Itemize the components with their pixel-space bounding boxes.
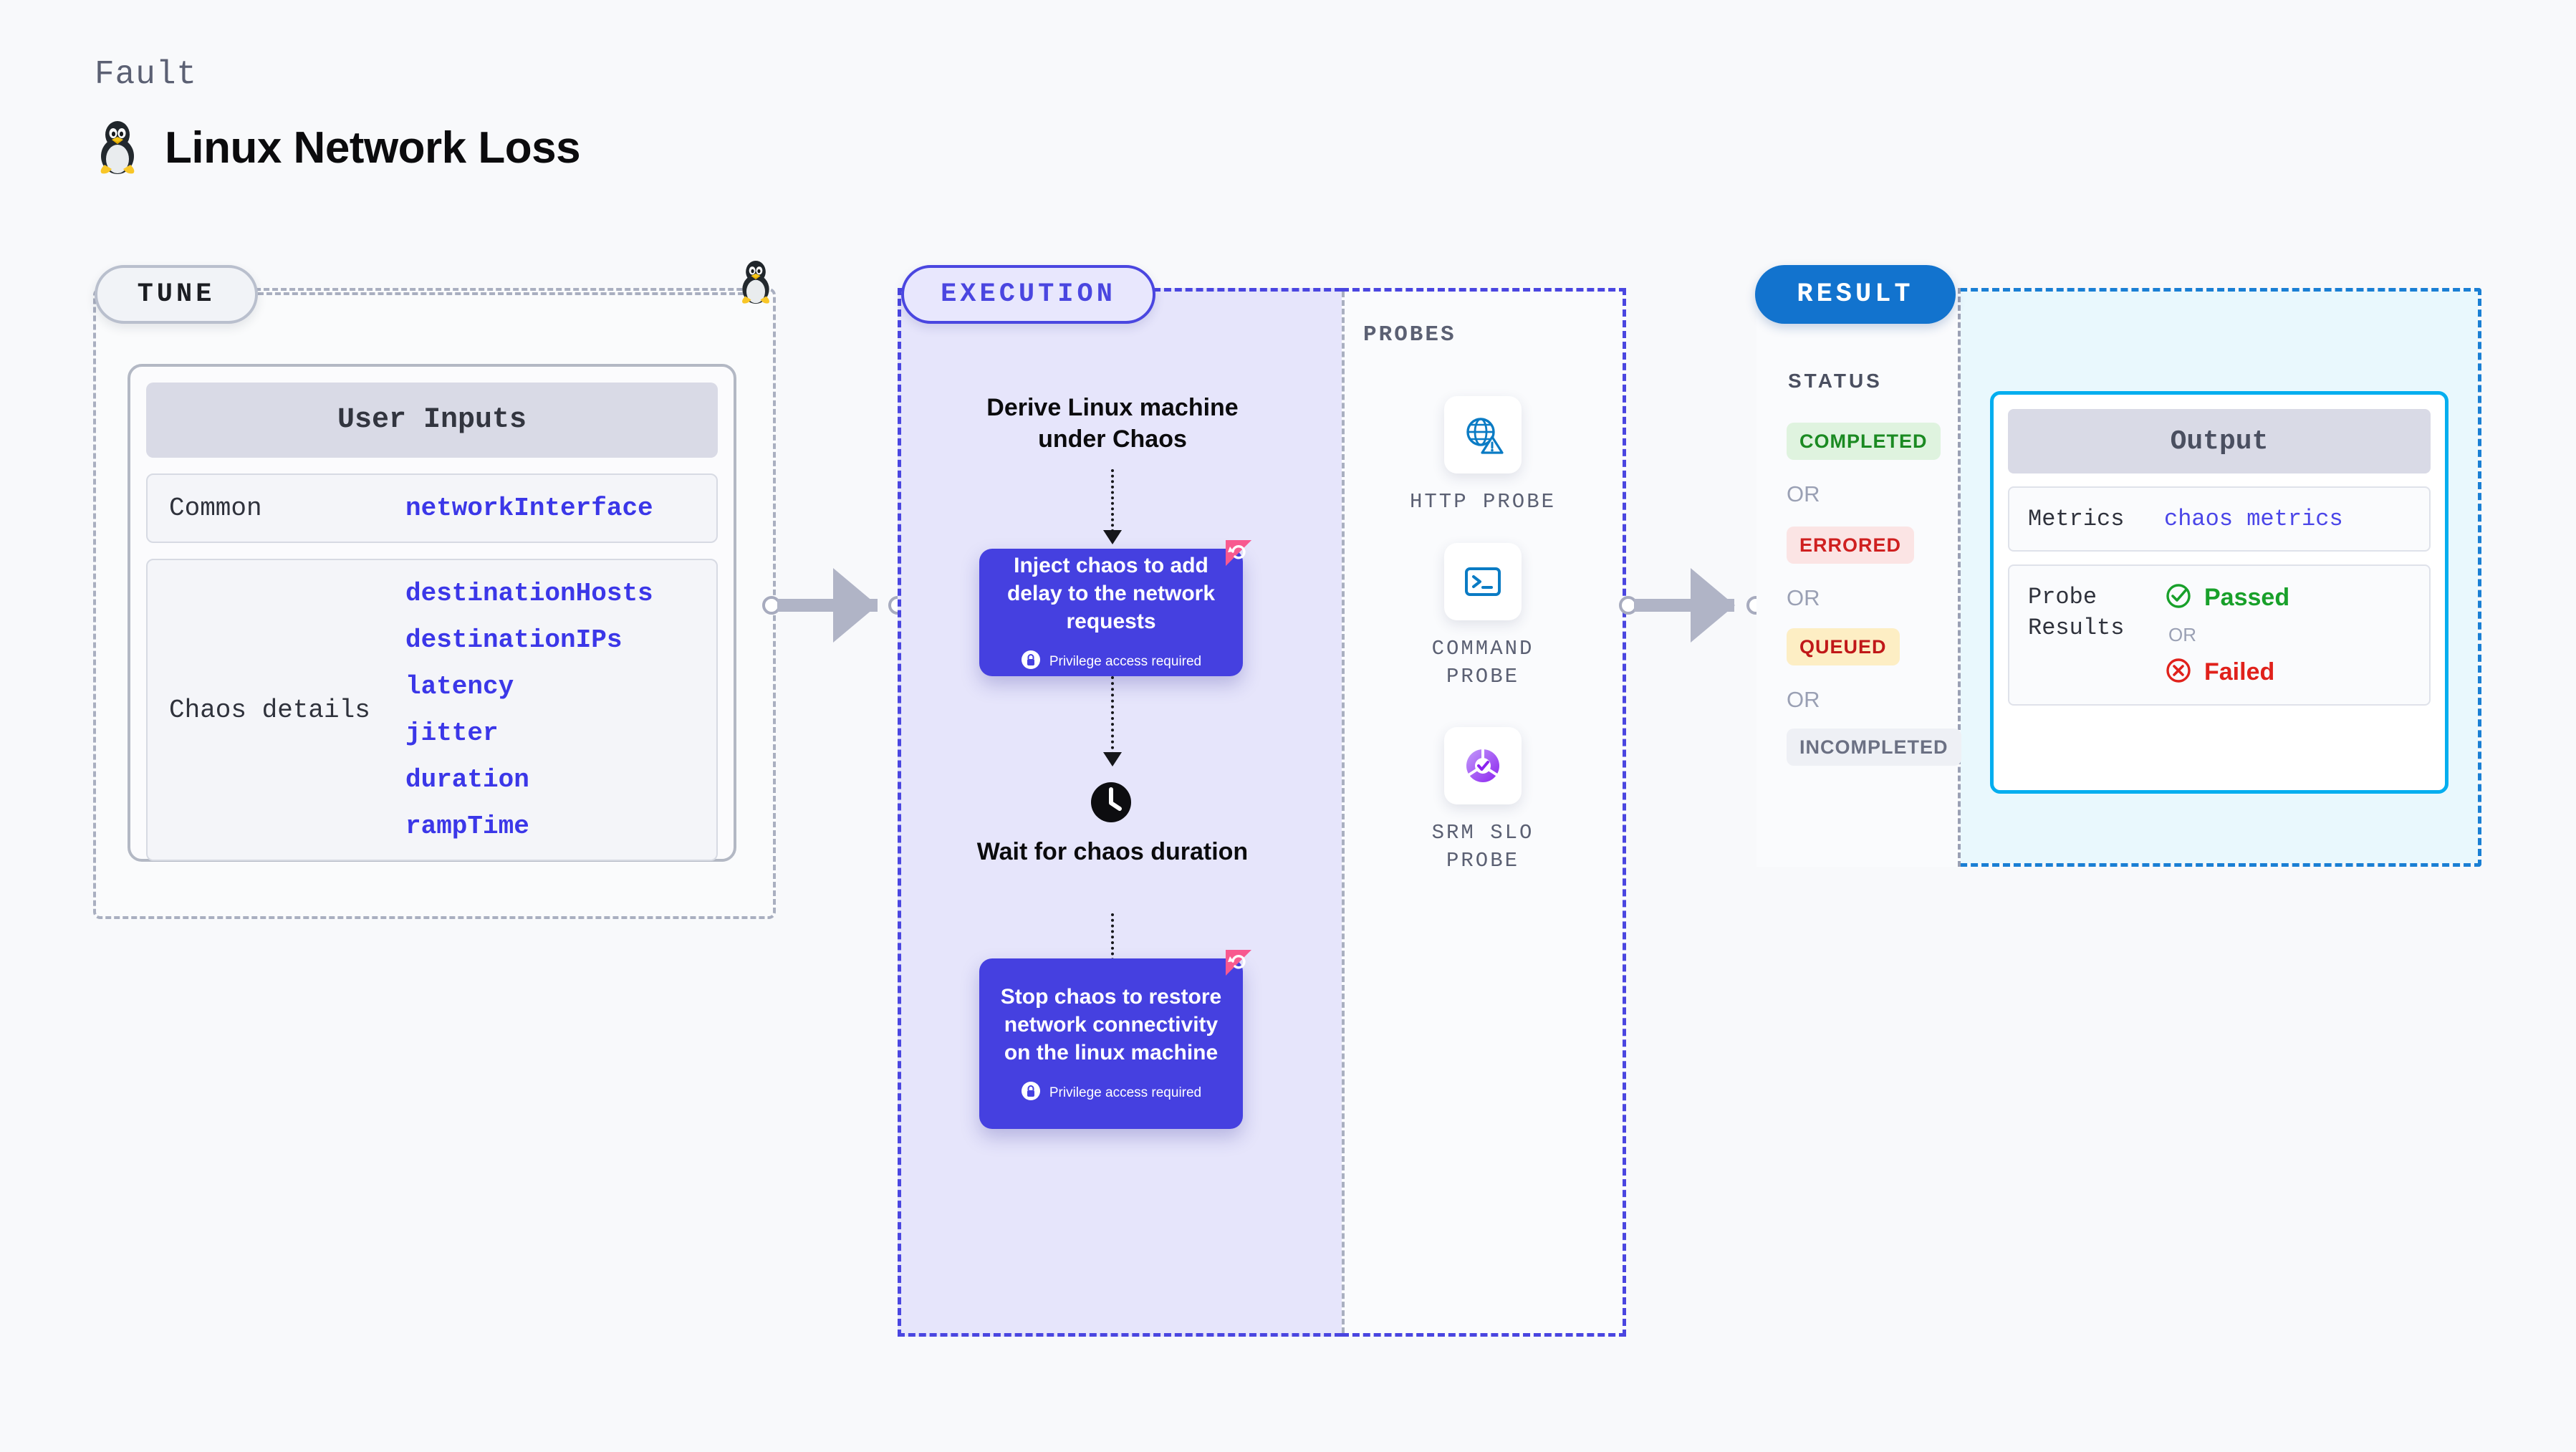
clock-icon (1084, 775, 1138, 833)
param-destinationips[interactable]: destinationIPs (405, 625, 623, 655)
fault-eyebrow-label: Fault (95, 56, 198, 93)
lock-icon (1021, 1081, 1041, 1105)
chaos-stop-card[interactable]: Stop chaos to restore network connectivi… (979, 950, 1251, 1129)
tune-dashed-connector (258, 292, 752, 295)
tune-stage-badge[interactable]: TUNE (95, 265, 258, 324)
param-latency[interactable]: latency (405, 672, 514, 701)
status-badge-errored: ERRORED (1787, 527, 1915, 564)
probe-item-command[interactable]: COMMAND PROBE (1390, 543, 1576, 691)
input-group-label: Common (169, 494, 262, 523)
flow-line-3 (1111, 913, 1114, 972)
connector-arrow-2 (1691, 568, 1735, 643)
probe-label: COMMAND PROBE (1431, 637, 1534, 689)
probe-item-http[interactable]: HTTP PROBE (1390, 396, 1576, 516)
linux-penguin-icon (737, 260, 774, 304)
status-badge-completed: COMPLETED (1787, 423, 1941, 460)
input-group-label: Chaos details (169, 695, 370, 725)
slo-donut-check-icon (1444, 727, 1522, 804)
input-group-common: Common networkInterface (146, 473, 718, 543)
probes-divider (1342, 292, 1345, 1333)
linux-penguin-icon (95, 120, 140, 175)
x-circle-icon (2164, 656, 2193, 688)
metrics-value[interactable]: chaos metrics (2164, 506, 2343, 533)
probe-item-srm-slo[interactable]: SRM SLO PROBE (1390, 727, 1576, 875)
output-probe-results-row: Probe Results Passed OR (2008, 564, 2431, 706)
flow-line-1 (1111, 469, 1114, 532)
probe-label: SRM SLO PROBE (1431, 821, 1534, 873)
probe-label: HTTP PROBE (1409, 490, 1557, 514)
chaos-inject-card[interactable]: Inject chaos to add delay to the network… (979, 540, 1251, 676)
failed-label: Failed (2204, 658, 2275, 686)
status-badge-incompleted: INCOMPLETED (1787, 729, 1961, 766)
result-stage-badge[interactable]: RESULT (1755, 265, 1956, 324)
metrics-label: Metrics (2028, 506, 2125, 532)
probe-result-or: OR (2168, 624, 2196, 646)
status-or-1: OR (1787, 481, 1820, 506)
output-title: Output (2008, 409, 2431, 473)
output-card: Output Metrics chaos metrics Probe Resul… (1990, 391, 2448, 794)
chaos-stop-text: Stop chaos to restore network connectivi… (1000, 985, 1222, 1064)
globe-warning-icon (1444, 396, 1522, 473)
flow-arrow-1 (1103, 530, 1122, 544)
execution-step-derive-title: Derive Linux machine under Chaos (986, 394, 1239, 453)
param-duration[interactable]: duration (405, 765, 529, 794)
privilege-row: Privilege access required (1021, 650, 1201, 673)
param-networkinterface[interactable]: networkInterface (405, 494, 653, 523)
page-title: Linux Network Loss (165, 122, 581, 173)
revert-corner-icon (1223, 537, 1254, 572)
page-title-row: Linux Network Loss (95, 120, 581, 175)
privilege-row: Privilege access required (1021, 1081, 1201, 1105)
privilege-text: Privilege access required (1049, 653, 1202, 669)
result-status-column (1756, 288, 1961, 867)
probe-results-label: Probe Results (2028, 584, 2125, 642)
param-ramptime[interactable]: rampTime (405, 812, 529, 841)
wait-step-title: Wait for chaos duration (976, 838, 1249, 865)
flow-line-2 (1111, 676, 1114, 755)
execution-stage-badge[interactable]: EXECUTION (901, 265, 1155, 324)
user-inputs-card: User Inputs Common networkInterface Chao… (128, 364, 736, 862)
check-circle-icon (2164, 582, 2193, 614)
revert-corner-icon (1223, 947, 1254, 982)
probe-result-passed: Passed (2164, 582, 2289, 614)
status-or-2: OR (1787, 585, 1820, 610)
chaos-inject-text: Inject chaos to add delay to the network… (1006, 554, 1216, 633)
passed-label: Passed (2204, 584, 2290, 612)
status-title: STATUS (1788, 370, 1883, 392)
input-group-chaos-details: Chaos details destinationHosts destinati… (146, 559, 718, 861)
probes-title: PROBES (1363, 322, 1456, 347)
terminal-icon (1444, 543, 1522, 620)
lock-icon (1021, 650, 1041, 673)
output-metrics-row: Metrics chaos metrics (2008, 486, 2431, 552)
privilege-text: Privilege access required (1049, 1085, 1202, 1100)
user-inputs-title: User Inputs (146, 383, 718, 458)
connector-arrow-1 (833, 568, 878, 643)
param-destinationhosts[interactable]: destinationHosts (405, 579, 653, 608)
probe-result-failed: Failed (2164, 656, 2289, 688)
status-badge-queued: QUEUED (1787, 628, 1900, 665)
param-jitter[interactable]: jitter (405, 718, 499, 748)
flow-arrow-2 (1103, 752, 1122, 766)
status-or-3: OR (1787, 687, 1820, 712)
